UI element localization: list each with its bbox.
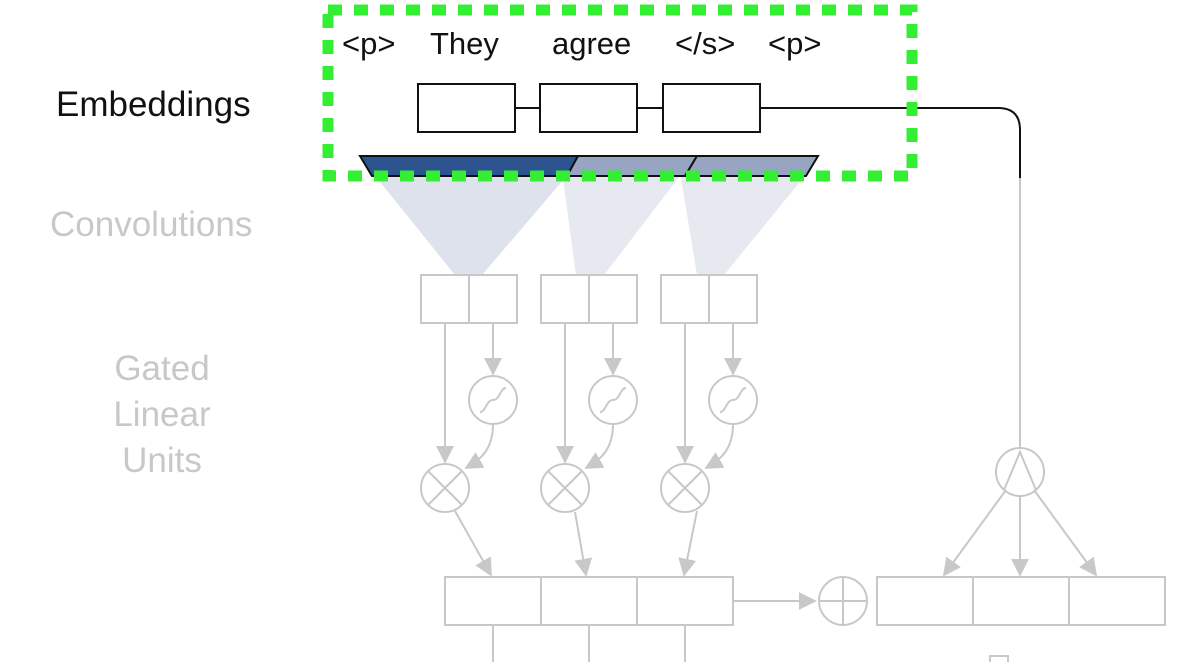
conv-output-a [540,274,590,324]
arrow [678,510,698,577]
arrow [704,423,734,469]
conv-output-b [708,274,758,324]
conv-output-b [468,274,518,324]
token-end-s: </s> [675,26,736,61]
token-agree: agree [552,26,632,61]
attention-output-box [876,576,974,626]
token-start-p: <p> [342,26,396,61]
conv-filter-cone [562,172,683,275]
partial-box [989,655,1009,662]
conv-filter-cone [372,172,570,275]
attention-split-mark [1003,449,1037,491]
conv-filter-cone [680,172,808,275]
attention-output-box [972,576,1070,626]
glu-label-line: Gated [114,349,210,388]
sigmoid-curve [719,387,747,413]
highlight-box [322,4,918,182]
arrow [574,511,593,577]
glu-output-box [444,576,542,626]
attention-output-box [1068,576,1166,626]
embedding-to-attention-line [760,107,1021,178]
multiply-cross [427,470,463,506]
conv-output-a [420,274,470,324]
embedding-box [662,83,761,133]
multiply-icon [420,463,470,513]
arrow [942,489,1007,577]
add-cross [819,577,867,625]
token-end-p: <p> [768,26,822,61]
attention-split-icon [995,447,1045,497]
arrow [464,423,494,469]
glu-output-box [636,576,734,626]
multiply-icon [540,463,590,513]
glu-label-line: Units [122,441,202,480]
sigmoid-curve [599,387,627,413]
embedding-box [539,83,638,133]
arrow [454,510,492,577]
embedding-box [417,83,516,133]
convolution-filters [358,155,820,275]
sigmoid-curve [479,387,507,413]
convolutions-label: Convolutions [50,205,253,244]
conv-output-b [588,274,638,324]
multiply-cross [667,470,703,506]
multiply-icon [660,463,710,513]
token-they: They [430,26,499,61]
embedding-row [417,83,1021,178]
arrow [1033,489,1098,577]
conv-filter-active [358,155,580,177]
glu-label-line: Linear [113,395,211,434]
gated-linear-units-label: Gated Linear Units [100,346,224,484]
faded-network [420,178,1166,662]
embeddings-label: Embeddings [56,85,251,124]
glu-output-box [540,576,638,626]
conv-output-a [660,274,710,324]
arrow [584,423,614,469]
multiply-cross [547,470,583,506]
